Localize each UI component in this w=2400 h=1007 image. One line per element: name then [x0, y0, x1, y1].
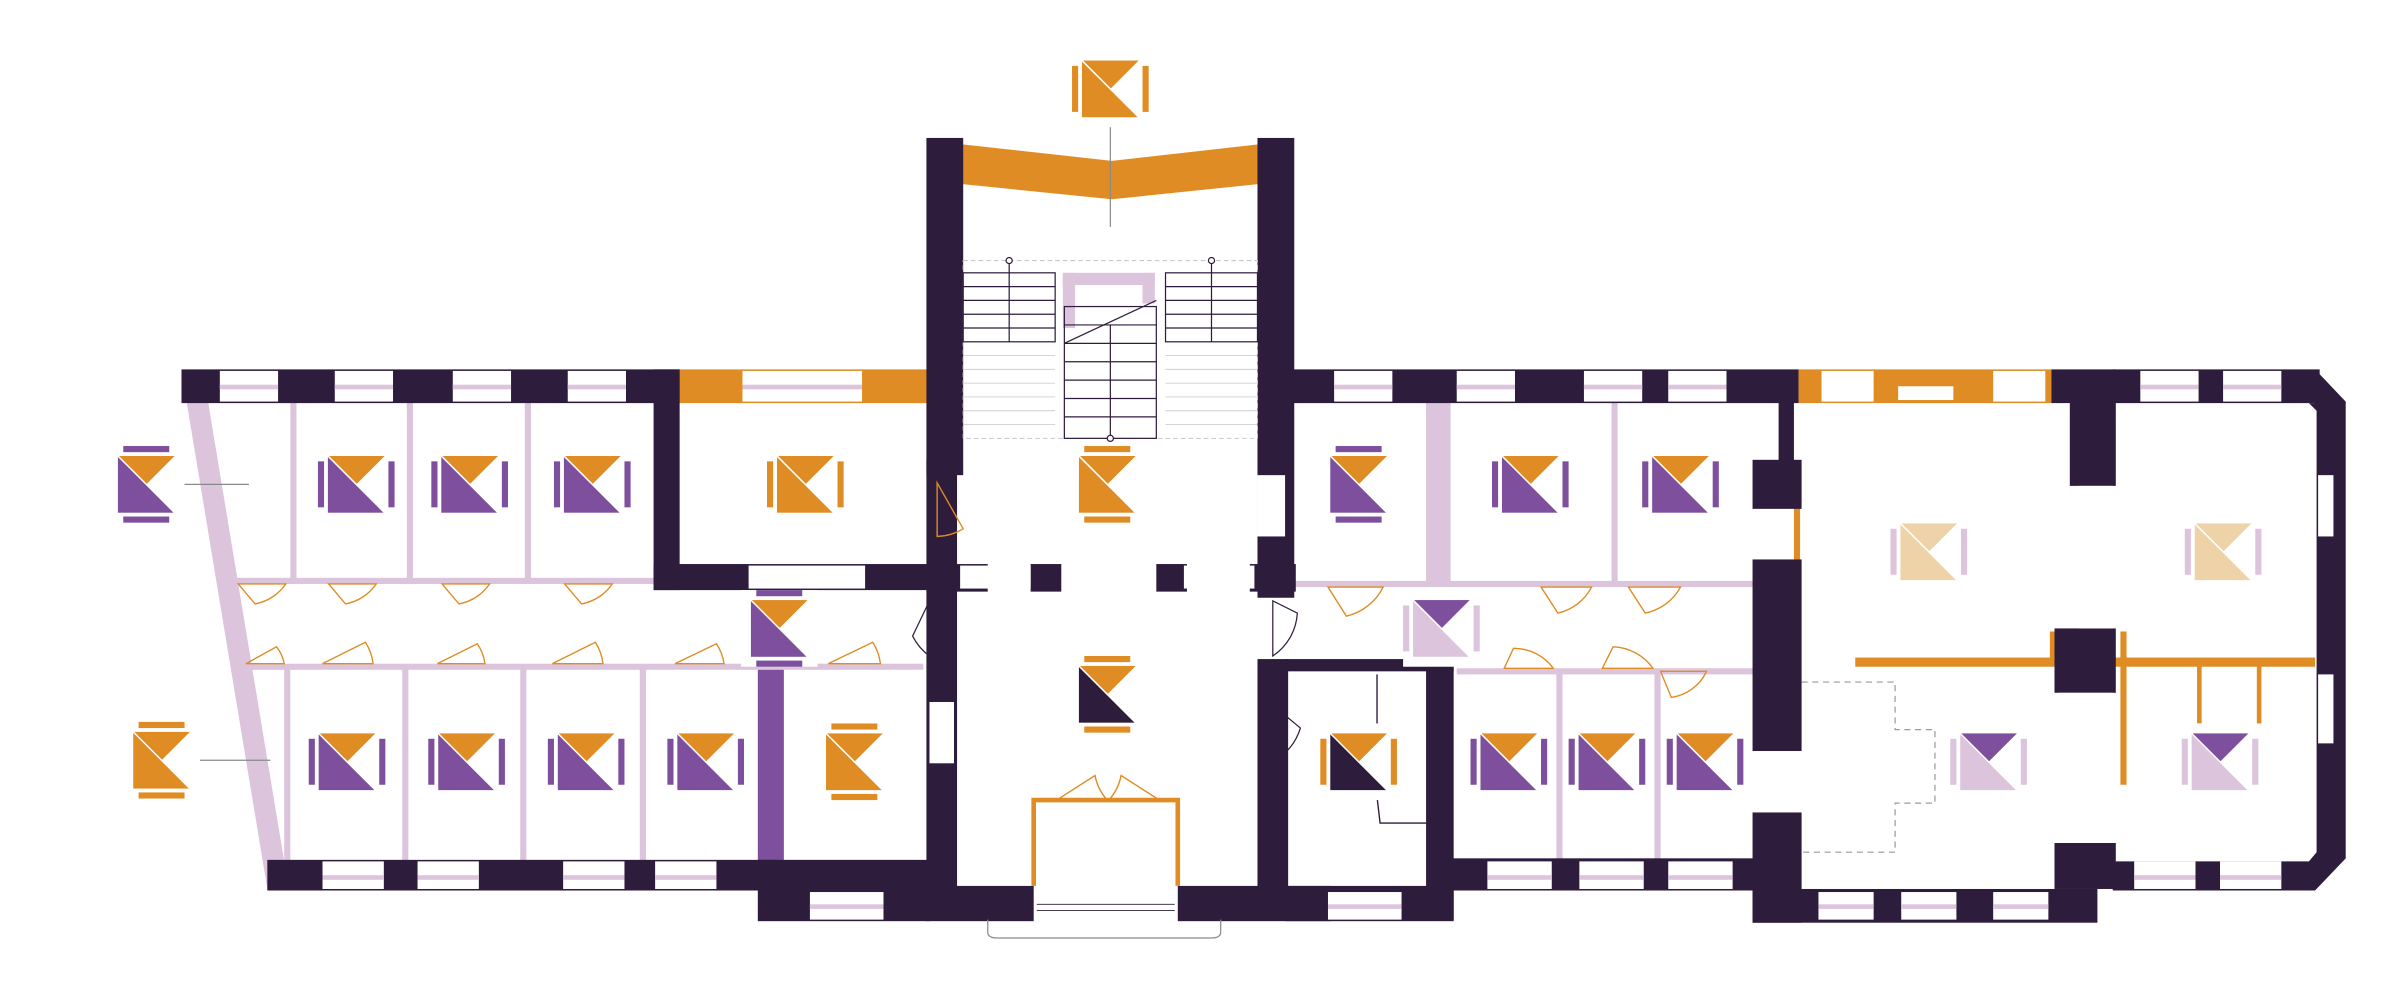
leader-lines — [181, 122, 1111, 761]
room-marker-icon — [1568, 723, 1646, 801]
room-marker-icon — [1666, 723, 1744, 801]
room-marker-icon — [317, 446, 395, 523]
room-marker-icon — [1470, 723, 1548, 801]
room-marker-icon — [1068, 446, 1146, 523]
interior-partitions — [181, 272, 1756, 889]
room-marker-icon — [667, 723, 745, 801]
room-marker-icon — [1320, 723, 1397, 801]
staircase — [962, 256, 1259, 443]
room-marker-icon — [107, 446, 185, 523]
room-marker-icon — [816, 723, 893, 801]
room-marker-icon — [1491, 446, 1569, 523]
windows — [219, 370, 2334, 920]
room-marker-icon — [431, 446, 508, 523]
room-marker-icon — [553, 446, 631, 523]
room-markers — [107, 50, 2262, 801]
door-swings-dark — [911, 599, 1302, 763]
room-marker-icon — [1890, 513, 1968, 591]
room-marker-icon — [2184, 513, 2262, 591]
room-marker-icon — [1403, 590, 1480, 667]
room-marker-icon — [547, 723, 625, 801]
room-marker-icon — [1068, 656, 1146, 733]
purple-partition — [757, 669, 784, 862]
room-marker-icon — [1950, 723, 2027, 801]
room-marker-icon — [740, 590, 818, 667]
dashed-area-outline — [1801, 681, 1936, 853]
room-marker-icon — [308, 723, 386, 801]
room-marker-icon — [123, 721, 200, 799]
door-swings — [236, 480, 1708, 801]
room-marker-icon — [767, 446, 844, 523]
room-marker-icon — [2181, 723, 2259, 801]
room-marker-icon — [1072, 50, 1149, 128]
room-marker-icon — [1642, 446, 1719, 523]
room-marker-icon — [428, 723, 505, 801]
room-marker-icon — [1320, 446, 1397, 523]
